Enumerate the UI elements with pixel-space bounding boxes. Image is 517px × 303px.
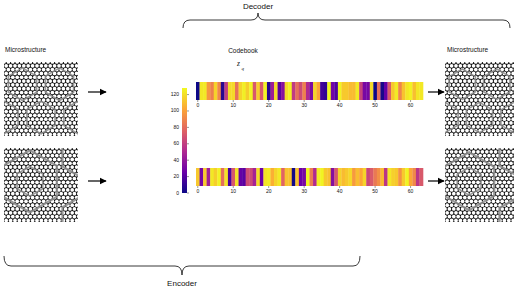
tick-label: 30	[301, 189, 307, 194]
text-label: Codebook	[228, 48, 258, 55]
codebook-bar	[196, 82, 423, 100]
tick-mark	[410, 100, 411, 102]
tick-mark	[187, 143, 189, 144]
microstructure-image	[445, 148, 514, 222]
tick-label: 10	[230, 103, 236, 108]
text-label: Decoder	[243, 3, 273, 11]
tick-mark	[268, 186, 269, 188]
tick-label: q	[242, 66, 245, 71]
tick-label: 120	[171, 92, 179, 97]
tick-label: 10	[230, 189, 236, 194]
decoder-brace	[183, 13, 510, 28]
text-label: Encoder	[167, 280, 197, 288]
tick-mark	[268, 100, 269, 102]
tick-label: 40	[337, 189, 343, 194]
codebook-bar	[196, 168, 423, 186]
arrow	[88, 180, 106, 181]
tick-mark	[339, 100, 340, 102]
tick-label: 30	[301, 103, 307, 108]
tick-mark	[410, 186, 411, 188]
tick-mark	[375, 186, 376, 188]
tick-label: 80	[173, 125, 179, 130]
colorbar	[182, 88, 187, 193]
tick-mark	[187, 127, 189, 128]
tick-label: 20	[266, 103, 272, 108]
tick-mark	[187, 160, 189, 161]
tick-label: 60	[408, 189, 414, 194]
tick-mark	[233, 100, 234, 102]
tick-mark	[304, 100, 305, 102]
tick-label: 0	[176, 191, 179, 196]
tick-label: 20	[173, 174, 179, 179]
tick-mark	[339, 186, 340, 188]
tick-label: 60	[173, 141, 179, 146]
tick-mark	[187, 176, 189, 177]
tick-mark	[304, 186, 305, 188]
tick-label: 50	[372, 189, 378, 194]
tick-label: 20	[266, 189, 272, 194]
arrow	[428, 180, 444, 181]
tick-mark	[233, 186, 234, 188]
tick-mark	[187, 94, 189, 95]
tick-label: 40	[173, 158, 179, 163]
tick-mark	[187, 193, 189, 194]
tick-label: 40	[337, 103, 343, 108]
text-label: Microstructure	[447, 47, 488, 54]
tick-label: 0	[196, 189, 199, 194]
text-label: Microstructure	[5, 47, 46, 54]
tick-mark	[197, 186, 198, 188]
encoder-brace	[4, 256, 360, 275]
arrow	[428, 91, 444, 92]
microstructure-image	[445, 62, 514, 136]
tick-mark	[187, 110, 189, 111]
tick-label: 0	[196, 103, 199, 108]
text-label: z	[237, 60, 240, 68]
microstructure-image	[4, 62, 78, 136]
tick-mark	[197, 100, 198, 102]
microstructure-image	[4, 148, 78, 222]
arrow	[88, 91, 106, 92]
tick-label: 100	[171, 108, 179, 113]
tick-label: 50	[372, 103, 378, 108]
tick-mark	[375, 100, 376, 102]
tick-label: 60	[408, 103, 414, 108]
